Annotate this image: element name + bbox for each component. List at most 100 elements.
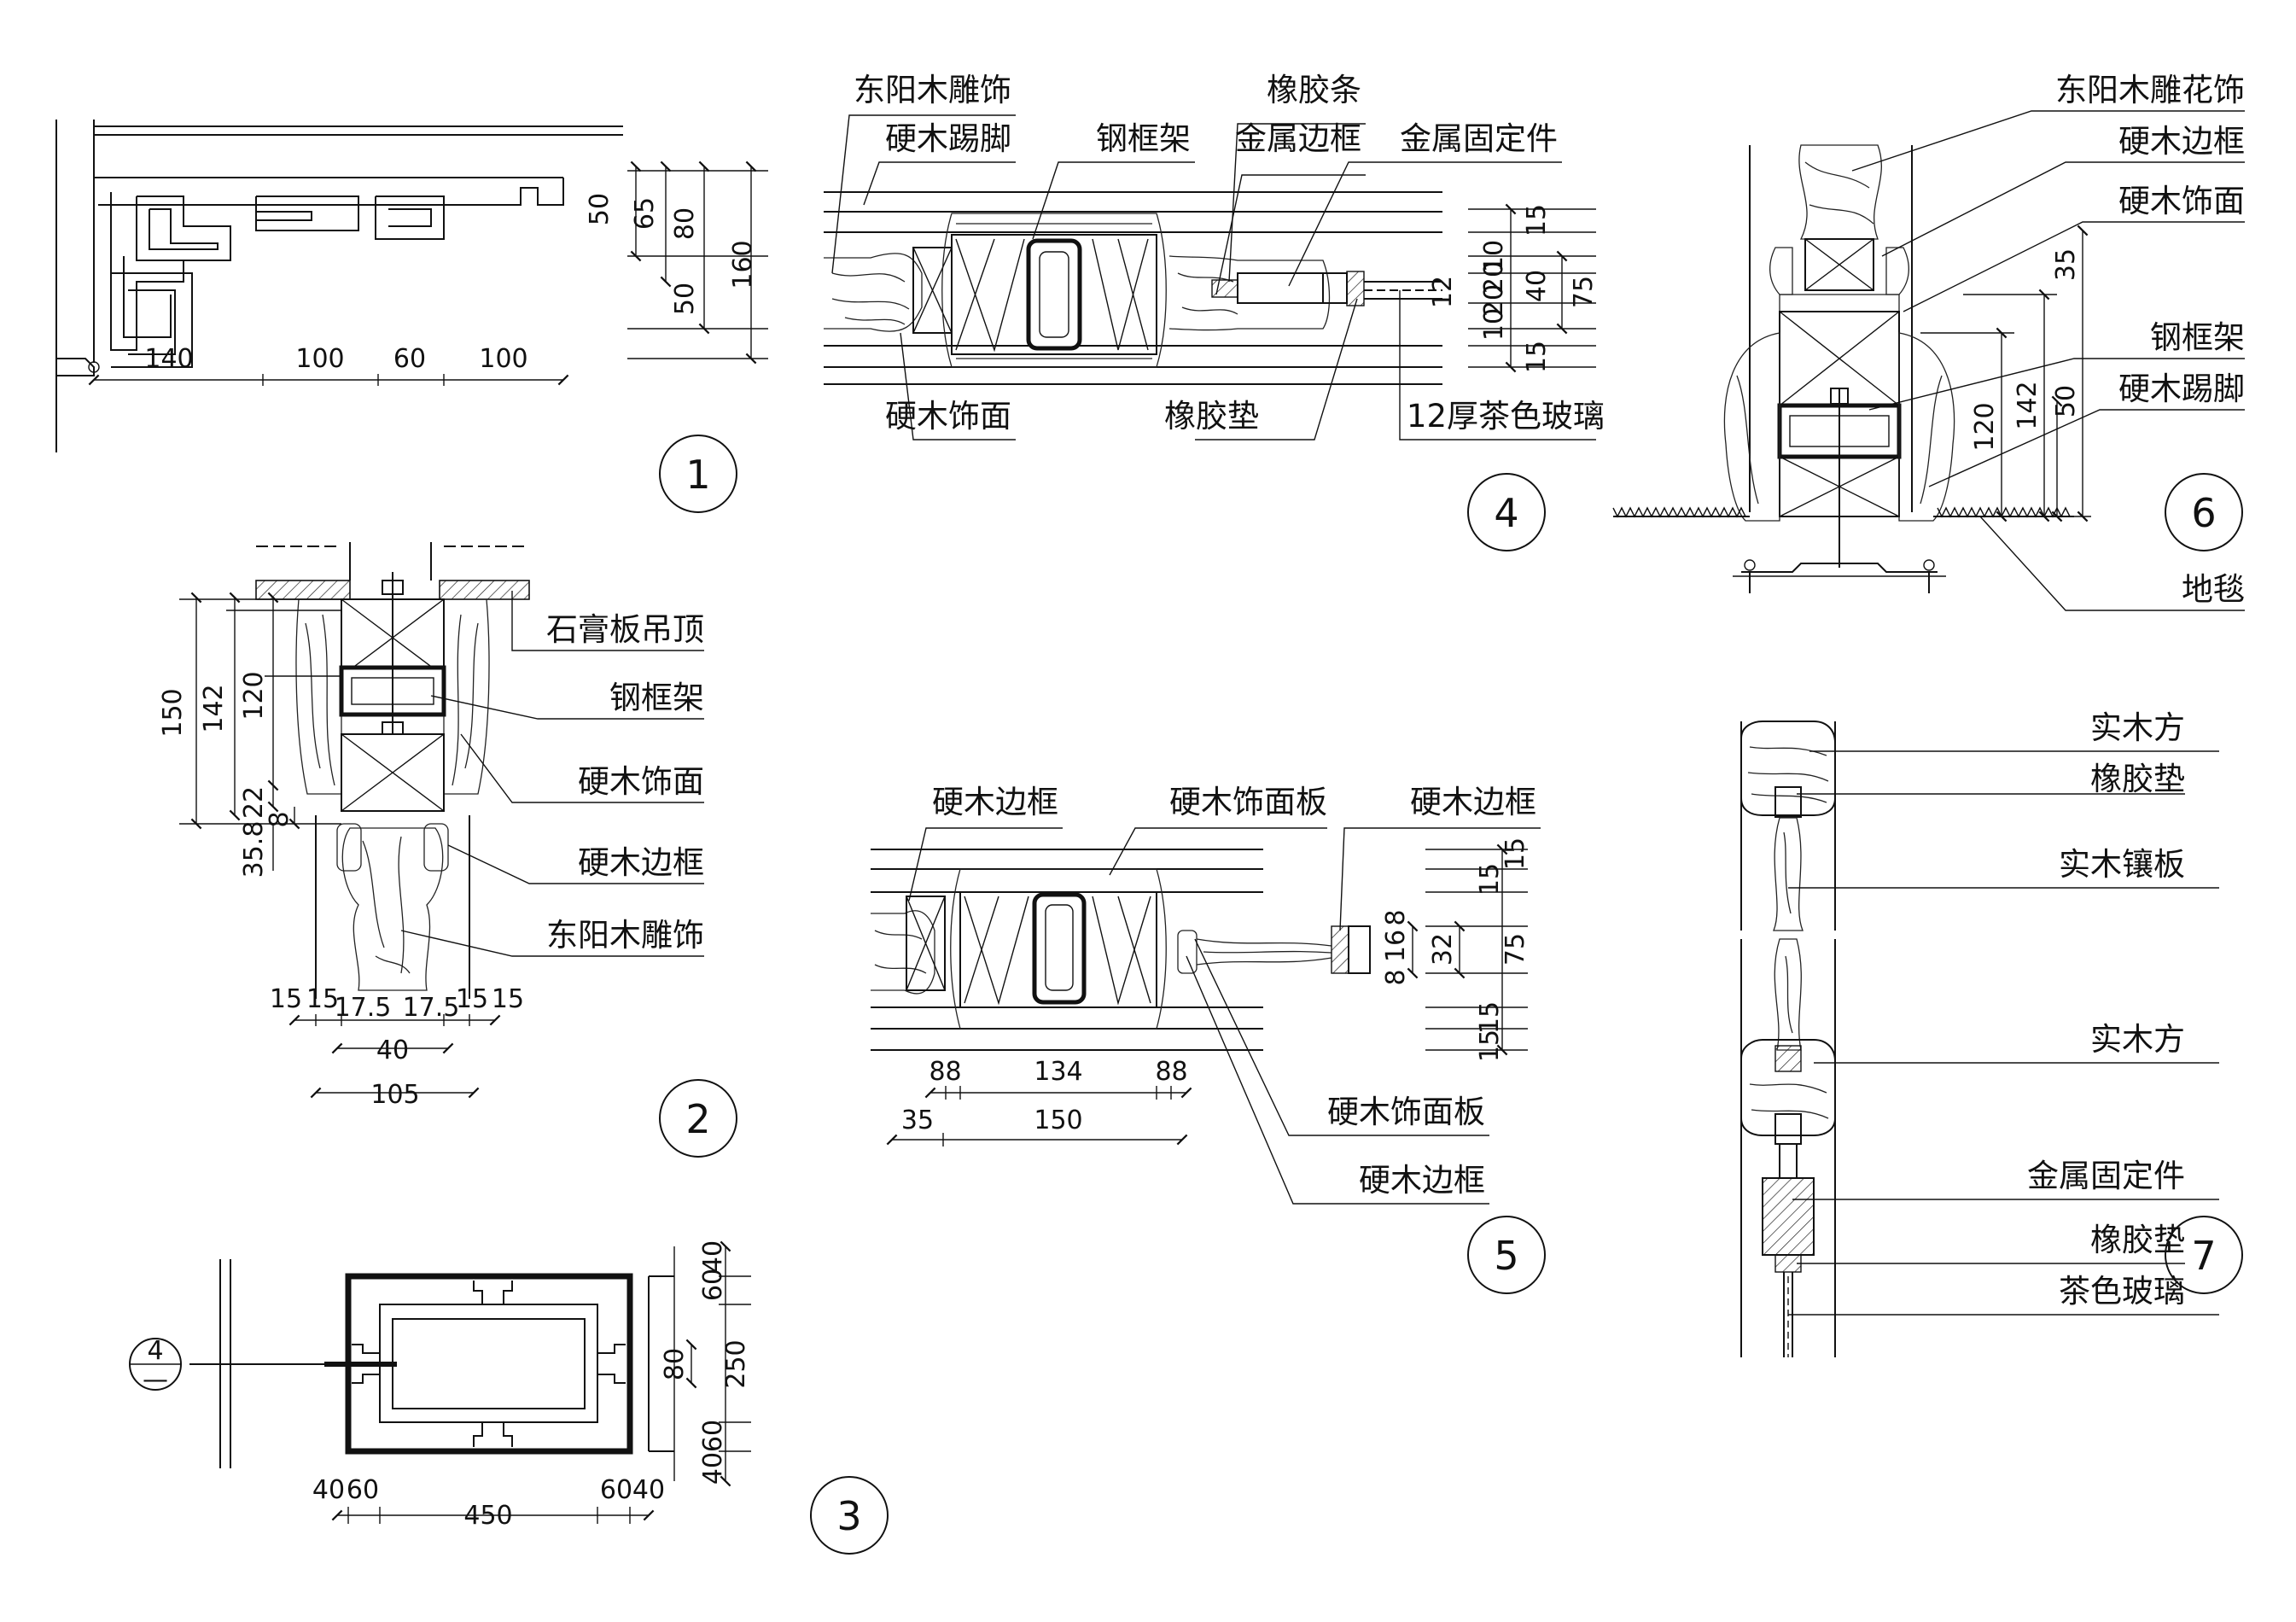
dim-60: 60 bbox=[393, 344, 426, 374]
label-solid-wood-batten-top: 实木方 bbox=[2090, 709, 2185, 746]
dim-32: 32 bbox=[1428, 933, 1458, 966]
dim-15c: 15 bbox=[1475, 1001, 1505, 1034]
dim-120: 120 bbox=[1970, 402, 2000, 451]
label-hardwood-veneer: 硬木饰面 bbox=[2118, 183, 2245, 219]
label-carpet: 地毯 bbox=[2182, 571, 2245, 608]
label-steel-frame: 钢框架 bbox=[609, 680, 704, 716]
dim-60d: 60 bbox=[698, 1420, 728, 1452]
detail-6-number: 6 bbox=[2191, 490, 2216, 536]
dim-75: 75 bbox=[1569, 276, 1599, 308]
detail-7: 实木方 橡胶垫 实木镶板 实木方 金属固定件 橡胶垫 茶色玻璃 7 bbox=[1740, 709, 2243, 1357]
dim-40: 40 bbox=[376, 1036, 409, 1065]
callout-sheet: 4 bbox=[147, 1336, 163, 1366]
label-dongyang-carving: 东阳木雕饰 bbox=[854, 72, 1011, 108]
dim-15d: 15 bbox=[492, 984, 524, 1014]
label-rubber-pad-top: 橡胶垫 bbox=[2090, 761, 2185, 797]
label-tinted-glass: 12厚茶色玻璃 bbox=[1407, 398, 1605, 435]
dim-60a: 60 bbox=[347, 1475, 379, 1505]
label-hardwood-frame-bottom: 硬木边框 bbox=[1359, 1162, 1485, 1199]
detail-3: 4 — 40 60 450 60 40 60 40 80 250 40 60 3 bbox=[129, 1240, 889, 1555]
label-hardwood-frame: 硬木边框 bbox=[2118, 123, 2245, 160]
callout-ref: — bbox=[143, 1365, 168, 1395]
dim-22: 22 bbox=[239, 786, 269, 819]
label-hardwood-veneer: 硬木饰面 bbox=[578, 763, 704, 800]
dim-134: 134 bbox=[1034, 1057, 1082, 1087]
dim-8f: 8 bbox=[1171, 1057, 1187, 1087]
detail-1: 140 100 60 100 50 65 80 50 160 1 bbox=[55, 120, 768, 513]
dim-60c: 60 bbox=[698, 1269, 728, 1301]
dim-15a: 15 bbox=[1501, 837, 1530, 870]
dim-150: 150 bbox=[1034, 1106, 1082, 1135]
label-steel-frame: 钢框架 bbox=[2150, 319, 2245, 356]
detail-2-marker bbox=[659, 1079, 737, 1158]
dim-17-5a: 17.5 bbox=[335, 993, 392, 1023]
detail-6-marker bbox=[2165, 473, 2243, 551]
dim-35: 35 bbox=[901, 1106, 934, 1135]
detail-4-number: 4 bbox=[1494, 490, 1518, 536]
label-steel-frame: 钢框架 bbox=[1096, 120, 1191, 157]
detail-1-marker bbox=[659, 435, 737, 513]
dim-50b: 50 bbox=[670, 283, 700, 315]
dim-8: 8 bbox=[265, 811, 294, 827]
dim-65: 65 bbox=[630, 197, 660, 230]
dim-15b: 15 bbox=[1522, 341, 1552, 373]
dim-15a: 15 bbox=[270, 984, 302, 1014]
label-solid-wood-batten-bottom: 实木方 bbox=[2090, 1021, 2185, 1058]
dim-75: 75 bbox=[1501, 933, 1530, 966]
dim-15d: 15 bbox=[1475, 1030, 1505, 1062]
dim-40: 40 bbox=[1522, 270, 1552, 302]
label-rubber-strip: 橡胶条 bbox=[1267, 72, 1361, 108]
dim-450: 450 bbox=[463, 1501, 512, 1531]
detail-5: 15 15 8 16 8 15 15 32 75 8 8 134 8 8 35 … bbox=[871, 784, 1546, 1294]
detail-1-number: 1 bbox=[685, 452, 710, 498]
label-hardwood-veneer-top: 硬木饰面板 bbox=[1169, 784, 1327, 820]
label-hardwood-skirting: 硬木踢脚 bbox=[2118, 370, 2245, 407]
dim-80: 80 bbox=[660, 1348, 690, 1380]
dim-160: 160 bbox=[728, 240, 758, 289]
detail-5-number: 5 bbox=[1494, 1233, 1518, 1279]
dim-35: 35 bbox=[2051, 248, 2081, 281]
dim-40b: 40 bbox=[632, 1475, 665, 1505]
label-gypsum-ceiling: 石膏板吊顶 bbox=[546, 611, 704, 648]
detail-4-marker bbox=[1467, 473, 1546, 551]
label-hardwood-veneer-bottom: 硬木饰面板 bbox=[1327, 1094, 1485, 1130]
dim-142: 142 bbox=[2013, 381, 2043, 429]
dim-60b: 60 bbox=[600, 1475, 632, 1505]
dim-142: 142 bbox=[199, 684, 229, 732]
label-hardwood-frame-right: 硬木边框 bbox=[1410, 784, 1536, 820]
label-hardwood-skirting: 硬木踢脚 bbox=[885, 120, 1011, 157]
label-rubber-pad-bottom: 橡胶垫 bbox=[2090, 1222, 2185, 1258]
dim-8c: 8 bbox=[929, 1057, 945, 1087]
label-hardwood-frame-left: 硬木边框 bbox=[932, 784, 1058, 820]
detail-5-marker bbox=[1467, 1216, 1546, 1294]
detail-3-number: 3 bbox=[836, 1493, 861, 1539]
label-dongyang-carved-decor: 东阳木雕花饰 bbox=[2055, 72, 2245, 108]
label-solid-wood-panel: 实木镶板 bbox=[2059, 846, 2185, 883]
dim-8e: 8 bbox=[1155, 1057, 1171, 1087]
label-metal-fixing: 金属固定件 bbox=[2027, 1158, 2185, 1194]
dim-10a: 10 bbox=[1479, 240, 1509, 272]
label-metal-frame: 金属边框 bbox=[1235, 120, 1361, 157]
detail-7-number: 7 bbox=[2191, 1233, 2216, 1279]
dim-40c: 40 bbox=[698, 1240, 728, 1273]
dim-140: 140 bbox=[144, 344, 193, 374]
detail-6: 35 120 142 50 东阳木雕花饰 硬木边框 硬木饰面 钢框架 硬木踢脚 … bbox=[1612, 72, 2245, 611]
detail-7-marker bbox=[2165, 1216, 2243, 1294]
label-dongyang-carving: 东阳木雕饰 bbox=[546, 917, 704, 954]
detail-3-marker bbox=[810, 1476, 889, 1555]
dim-8b: 8 bbox=[1381, 969, 1411, 985]
dim-250: 250 bbox=[721, 1339, 751, 1388]
dim-35-8: 35.8 bbox=[239, 821, 269, 878]
dim-105: 105 bbox=[370, 1080, 419, 1110]
label-metal-fixing: 金属固定件 bbox=[1400, 120, 1558, 157]
dim-8d: 8 bbox=[945, 1057, 961, 1087]
detail-2: 150 142 120 22 8 35.8 15 15 17.5 17.5 15… bbox=[158, 542, 737, 1158]
label-hardwood-frame: 硬木边框 bbox=[578, 844, 704, 881]
dim-12: 12 bbox=[1428, 276, 1458, 308]
dim-150: 150 bbox=[158, 688, 188, 737]
dim-100a: 100 bbox=[295, 344, 344, 374]
dim-80: 80 bbox=[670, 207, 700, 240]
dim-17-5b: 17.5 bbox=[403, 993, 460, 1023]
dim-16: 16 bbox=[1381, 930, 1411, 962]
